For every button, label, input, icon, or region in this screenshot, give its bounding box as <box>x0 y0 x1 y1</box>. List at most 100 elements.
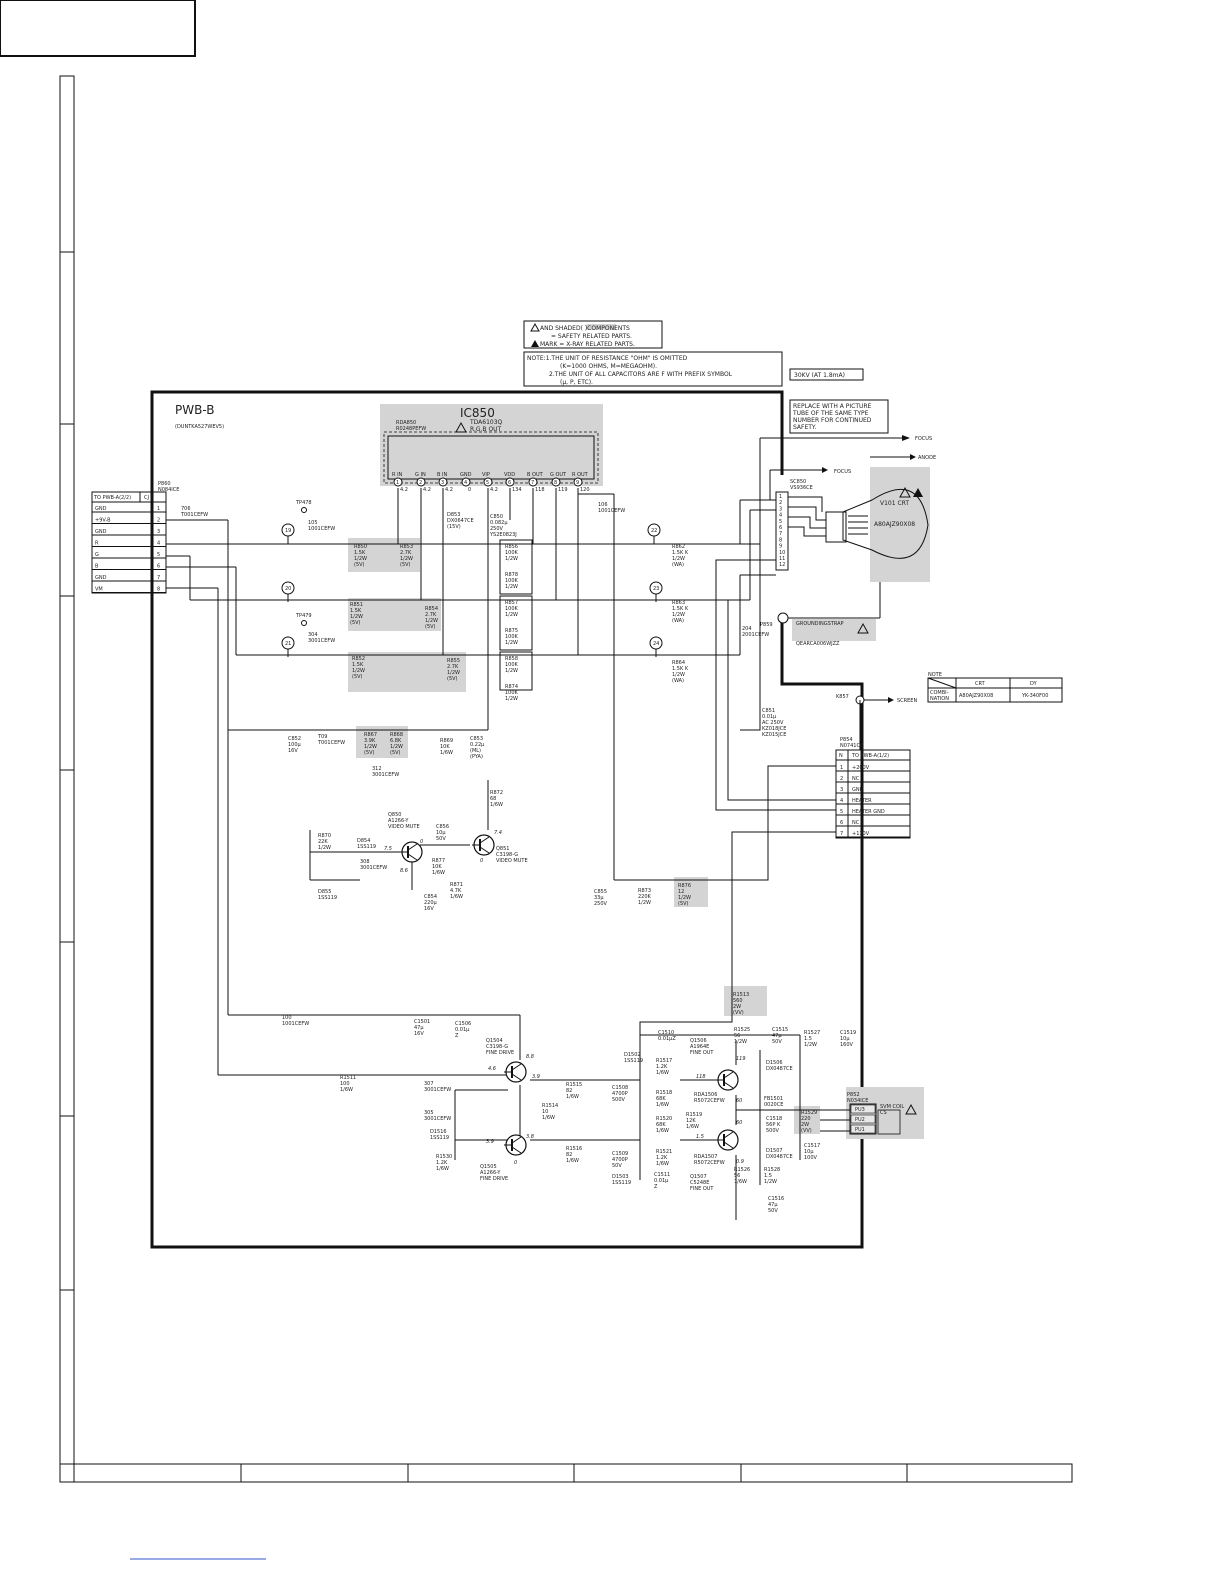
part-r872-line-3: 1/6W <box>490 802 503 808</box>
voltage-q850_e: 0 <box>420 839 423 845</box>
part-q851-line-2: C3198-G <box>496 852 518 858</box>
replace-note-line-1: REPLACE WITH A PICTURE <box>793 403 872 410</box>
voltage-labels: 7.508.67.408.84.63.93.93.80119118601.560… <box>384 830 746 1166</box>
voltage-q1506_e: 60 <box>736 1098 742 1104</box>
part-c1508-line-3: 500V <box>612 1097 626 1103</box>
part-rda1507-line-1: RDA1507 <box>694 1154 717 1160</box>
part-c853-line-1: C853 <box>470 736 483 742</box>
part-c855-line-3: 250V <box>594 901 608 907</box>
part-r870-line-1: R870 <box>318 833 331 839</box>
part-r1529-line-3: 2W <box>801 1122 809 1128</box>
p852-part: N034ICE <box>847 1098 868 1104</box>
part-r1530-line-1: R1530 <box>436 1154 452 1160</box>
ic850-ref: IC850 <box>460 406 495 420</box>
sc850-pin-number: 7 <box>779 531 782 537</box>
part-q1507-line-1: Q1507 <box>690 1174 707 1180</box>
part-d1516-line-1: D1516 <box>430 1129 447 1135</box>
part-r852-line-1: R852 <box>352 656 365 662</box>
voltage-q1504_e: 3.9 <box>532 1074 540 1080</box>
part-r871-line-1: R871 <box>450 882 463 888</box>
part-r1525-line-3: 1/2W <box>734 1039 747 1045</box>
part-c1519-line-1: C1519 <box>840 1030 856 1036</box>
part-d853-line-2: DX0647CE <box>447 518 474 524</box>
part-c854-line-2: 220μ <box>424 900 438 906</box>
test-point <box>301 620 307 626</box>
node-marker-number: 22 <box>651 528 657 534</box>
sc850-pin-number: 12 <box>779 562 785 568</box>
p852-pin-name: PU1 <box>855 1127 865 1133</box>
part-j706-line-1: 706 <box>181 506 191 512</box>
part-r1530-line-2: 1.2K <box>436 1160 448 1166</box>
node-marker-number: 19 <box>285 528 291 534</box>
part-c853-line-3: (ML) <box>470 748 481 754</box>
ic850-pin-voltage: 4.2 <box>423 487 431 493</box>
part-d855-line-2: 1SS119 <box>318 895 337 901</box>
part-r867-line-1: R867 <box>364 732 377 738</box>
part-r867-line-4: (5V) <box>364 750 375 756</box>
ic850-pin-name: R OUT <box>572 472 589 478</box>
part-r1514-line-1: R1514 <box>542 1103 558 1109</box>
part-c1511-line-3: Z <box>654 1184 658 1190</box>
part-c1510-line-1: C1510 <box>658 1030 674 1036</box>
part-q1505-line-1: Q1505 <box>480 1164 497 1170</box>
node-marker-number: 21 <box>285 641 291 647</box>
part-r1517-line-2: 1.2K <box>656 1064 668 1070</box>
p854-pin-number: 5 <box>840 809 843 815</box>
part-r853-line-4: (5V) <box>400 562 411 568</box>
voltage-q1504_c: 8.8 <box>526 1054 534 1060</box>
part-r870-line-3: 1/2W <box>318 845 331 851</box>
part-d855-line-1: D855 <box>318 889 331 895</box>
p852-pin-name: PU2 <box>855 1117 865 1123</box>
test-point-label: TP479 <box>295 613 312 619</box>
part-r1519-line-1: R1519 <box>686 1112 702 1118</box>
part-c851-line-1: C851 <box>762 708 775 714</box>
ic850-pin-voltage: 119 <box>558 487 568 493</box>
voltage-q851_c: 7.4 <box>494 830 502 836</box>
combination-row-label-2: NATION <box>930 696 949 702</box>
part-q850-line-3: VIDEO MUTE <box>388 824 420 830</box>
part-r863-line-1: R863 <box>672 600 685 606</box>
part-r1525-line-2: 56 <box>734 1033 740 1039</box>
part-r868-line-1: R868 <box>390 732 403 738</box>
units-note-line-4: (μ, P, ETC). <box>560 379 593 386</box>
part-r863-line-4: (WA) <box>672 618 684 624</box>
part-d853-line-3: (15V) <box>447 524 461 530</box>
part-r1521-line-1: R1521 <box>656 1149 672 1155</box>
p854-pin-number: 6 <box>840 820 843 826</box>
p860-header: TO PWB-A(2/2) <box>93 495 131 501</box>
hv-note: 30KV (AT 1.8mA) <box>789 368 864 381</box>
part-j100-line-1: 100 <box>282 1015 292 1021</box>
p854-header-id: N <box>839 753 843 759</box>
ic850-pin-name: B OUT <box>527 472 544 478</box>
sc850-pin-number: 4 <box>779 513 782 519</box>
board-code: (DUNTKA527WEV5) <box>175 424 224 430</box>
part-r868-line-2: 6.8K <box>390 738 402 744</box>
part-c1516-line-2: 47μ <box>768 1202 778 1208</box>
part-r864-line-3: 1/2W <box>672 672 685 678</box>
part-d1516-line-2: 1SS119 <box>430 1135 449 1141</box>
p854-pin-name: +200V <box>852 765 870 771</box>
part-c1501-line-3: 16V <box>414 1031 424 1037</box>
crt-part: A80AJZ90X08 <box>874 521 915 528</box>
part-r856-line-3: 1/2W <box>505 556 518 562</box>
part-r1516-line-3: 1/6W <box>566 1158 579 1164</box>
ic850-pin-voltage: 120 <box>580 487 590 493</box>
part-j307-line-2: 3001CEFW <box>424 1087 451 1093</box>
sc850-pin-number: 10 <box>779 550 785 556</box>
combination-row-label-1: COMBI- <box>930 690 949 696</box>
part-c853-line-2: 0.22μ <box>470 742 485 748</box>
